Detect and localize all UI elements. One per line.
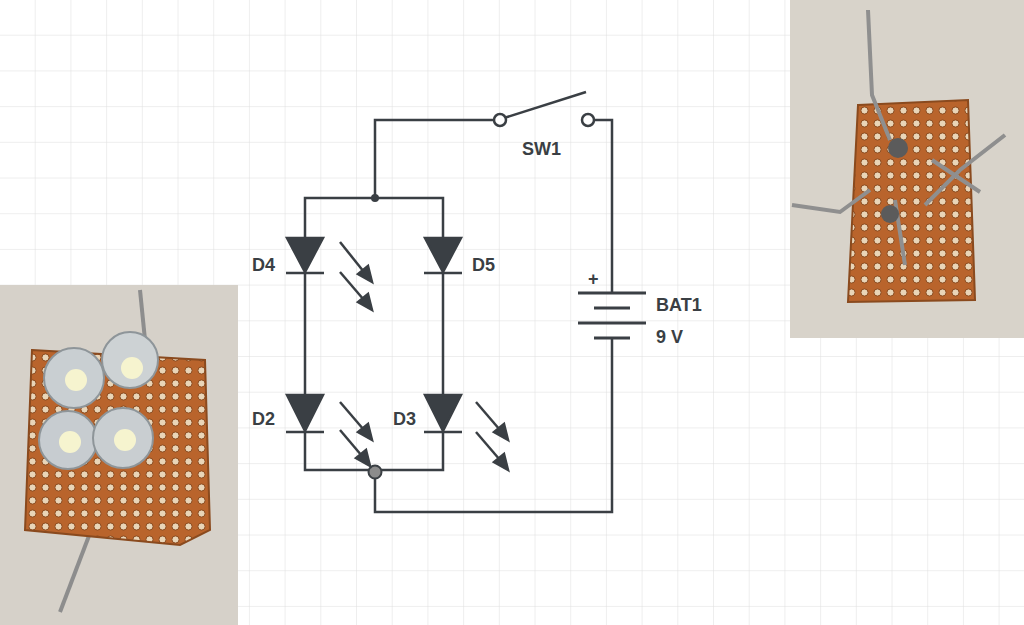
switch-label: SW1 <box>522 140 561 158</box>
led-photo <box>0 285 238 625</box>
part-label: D3 <box>393 410 416 428</box>
value-label: 9 V <box>656 328 683 346</box>
led-symbols <box>286 238 462 432</box>
part-label: D5 <box>472 256 495 274</box>
part-label: D4 <box>252 256 275 274</box>
polarity-mark: + <box>588 270 599 288</box>
circuit-wires <box>305 92 612 512</box>
board-photo <box>790 0 1024 338</box>
battery-symbol <box>578 293 646 338</box>
part-label: D2 <box>252 410 275 428</box>
light-arrows <box>340 242 508 470</box>
part-label: BAT1 <box>656 296 702 314</box>
